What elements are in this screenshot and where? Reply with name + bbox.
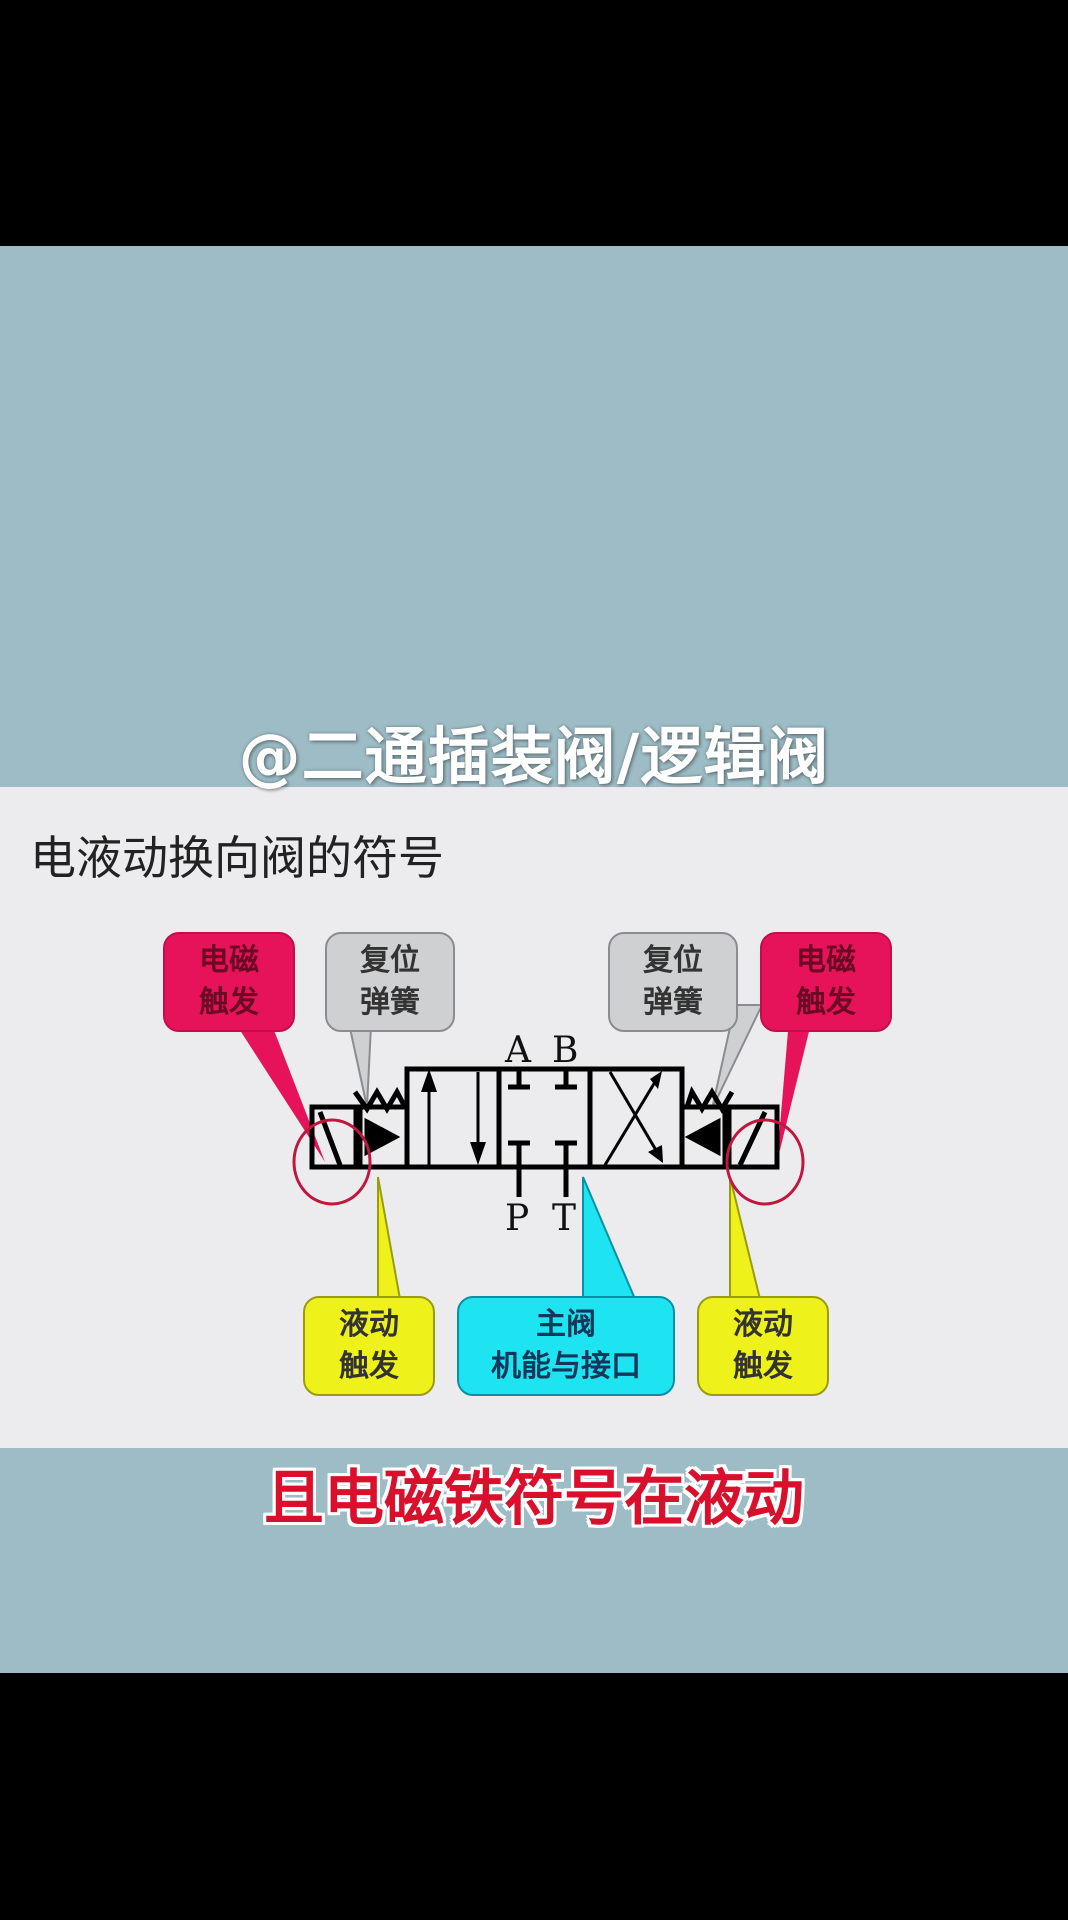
callout-main-valve: 主阀 机能与接口 <box>457 1296 675 1396</box>
port-t-label: T <box>552 1198 577 1239</box>
callout-right-spring: 复位 弹簧 <box>608 932 738 1032</box>
subtitle-caption: 且电磁铁符号在液动 <box>264 1464 804 1534</box>
port-a-label: A <box>505 1030 531 1071</box>
port-b-label: B <box>552 1030 579 1071</box>
callout-left-hydraulic: 液动 触发 <box>303 1296 435 1396</box>
slide-title: 电液动换向阀的符号 <box>30 831 444 885</box>
callout-left-spring: 复位 弹簧 <box>325 932 455 1032</box>
watermark-text: @二通插装阀/逻辑阀 <box>238 720 830 793</box>
valve-symbol-diagram <box>225 1004 815 1300</box>
callout-right-solenoid: 电磁 触发 <box>760 932 892 1032</box>
callout-right-hydraulic: 液动 触发 <box>697 1296 829 1396</box>
port-p-label: P <box>505 1198 530 1239</box>
callout-left-solenoid: 电磁 触发 <box>163 932 295 1032</box>
